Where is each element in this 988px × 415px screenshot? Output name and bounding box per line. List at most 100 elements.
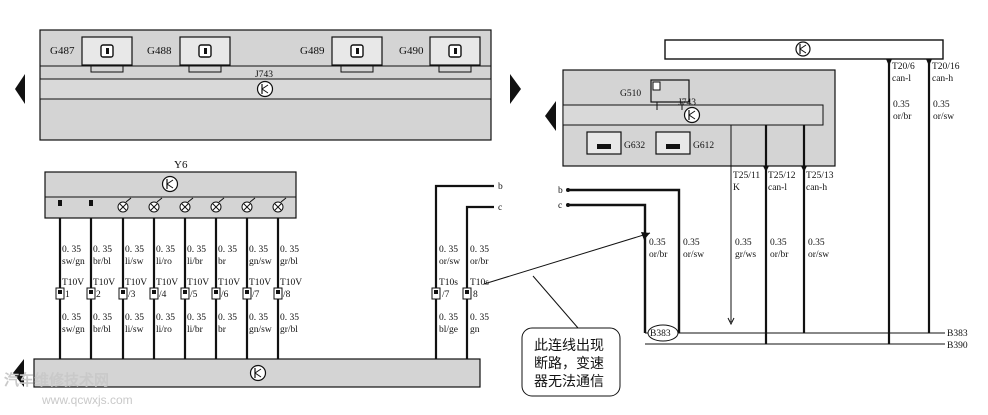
solenoid-valve-icons: [58, 197, 287, 213]
wire-gauge-top: 0. 35: [439, 245, 458, 255]
connector-pin: 8: [473, 290, 478, 300]
connector-pin: /5: [190, 290, 198, 300]
sensor-label-g612: G612: [693, 141, 714, 151]
solenoid-valve-icon: [210, 197, 225, 213]
pin-label: T20/16: [932, 62, 960, 72]
sensor-g510: [650, 79, 690, 110]
sensor-label-g490: G490: [399, 45, 424, 57]
solenoid-valve-icon: [241, 197, 256, 213]
connector-t10v: [180, 287, 190, 300]
sensor-g488: G488: [147, 36, 231, 73]
connector-t10v: [149, 287, 159, 300]
connector-pin: 2: [96, 290, 101, 300]
wire-gauge-top: 0. 35: [280, 245, 299, 255]
wire-color-top: br/bl: [93, 257, 111, 267]
node-c: [566, 203, 570, 207]
bus-label-b390: B390: [947, 341, 968, 351]
connector-pin: /4: [159, 290, 167, 300]
node-b: [566, 188, 570, 192]
wire-gauge-bottom: 0. 35: [218, 313, 237, 323]
wire-gauge-bottom: 0. 35: [470, 313, 489, 323]
wire-c: [569, 203, 647, 333]
link-wire: [434, 184, 494, 359]
sensor-g612: G612: [655, 131, 714, 155]
wire-color-bottom: sw/gn: [62, 325, 85, 335]
controller-j743-icon: [256, 80, 274, 98]
signal-label: can-l: [892, 74, 911, 84]
controller-label-j743-top: J743: [255, 70, 273, 80]
valve-terminal: [58, 200, 62, 206]
connector-pin: /7: [252, 290, 260, 300]
callout-line-3: 器无法通信: [534, 374, 604, 390]
wire-color: or/br: [770, 250, 789, 260]
wire-color: gr/ws: [735, 250, 756, 260]
wire-color: or/sw: [933, 112, 954, 122]
sensor-label-g489: G489: [300, 45, 325, 57]
wire-color-top: li/br: [187, 257, 204, 267]
connector-label: T10V: [280, 278, 302, 288]
connector-label: T10V: [218, 278, 240, 288]
wire-gauge: 0.35: [770, 238, 787, 248]
wire-gauge-top: 0. 35: [156, 245, 175, 255]
watermark-cn: 汽车维修技术网: [4, 371, 109, 389]
controller-label-j743-right: J743: [678, 98, 696, 108]
wire-gauge-bottom: 0. 35: [125, 313, 144, 323]
callout-line-1: 此连线出现: [534, 338, 604, 354]
watermark-url: www.qcwxjs.com: [41, 393, 133, 407]
left-arrow-icon[interactable]: [15, 74, 25, 104]
wire-gauge-top: 0. 35: [62, 245, 81, 255]
wire-color-bottom: br: [218, 325, 227, 335]
wire-gauge-bottom: 0. 35: [439, 313, 458, 323]
wire-gauge-top: 0. 35: [125, 245, 144, 255]
wire-color: or/sw: [683, 250, 704, 260]
connector-label: T10s: [439, 278, 458, 288]
sensor-g489: G489: [300, 36, 383, 73]
wire-end-icon: [727, 317, 735, 326]
pin-arrow-icon: [763, 166, 769, 172]
wire-gauge-bottom: 0. 35: [156, 313, 175, 323]
wire-gauge-bottom: 0. 35: [249, 313, 268, 323]
connector-pin: /3: [128, 290, 136, 300]
valve-terminal: [89, 200, 93, 206]
wire-color-top: gr/bl: [280, 257, 298, 267]
connector-t10v: [242, 287, 252, 300]
wire-color-bottom: gn/sw: [249, 325, 272, 335]
wire-gauge: 0.35: [893, 100, 910, 110]
right-arrow-icon[interactable]: [510, 74, 521, 104]
pin-arrow-icon: [801, 166, 807, 172]
wire-gauge-bottom: 0. 35: [280, 313, 299, 323]
connector-pin: /6: [221, 290, 229, 300]
solenoid-valve-icon: [148, 197, 163, 213]
link-label-c-left: c: [498, 203, 502, 213]
wire-gauge-bottom: 0. 35: [62, 313, 81, 323]
valve-block-label: Y6: [174, 159, 188, 171]
wire-gauge-top: 0. 35: [249, 245, 268, 255]
connector-label: T10V: [156, 278, 178, 288]
wire-color-bottom: li/sw: [125, 325, 144, 335]
wire-gauge-bottom: 0. 35: [93, 313, 112, 323]
connector-pin: 1: [65, 290, 70, 300]
left-arrow-icon-right-panel[interactable]: [545, 101, 556, 131]
solenoid-valve-icon: [117, 197, 132, 213]
signal-label: can-l: [768, 183, 787, 193]
wire-color-bottom: gn: [470, 325, 480, 335]
wire-color-bottom: br/bl: [93, 325, 111, 335]
connector-t10v: [118, 287, 128, 300]
b383-node-label: B383: [650, 329, 671, 339]
connector-t10v: [55, 287, 65, 300]
left-arrow-icon-bottom[interactable]: [13, 359, 24, 387]
wire-gauge-top: 0. 35: [470, 245, 489, 255]
b383-node: [647, 324, 679, 342]
connector-t10v: [273, 287, 283, 300]
wire-gauge-top: 0. 35: [218, 245, 237, 255]
pin-label: T25/12: [768, 171, 796, 181]
wire-color-top: sw/gn: [62, 257, 85, 267]
link-label-b-left: b: [498, 182, 503, 192]
right-module: G510 J743 G632 G612: [562, 69, 836, 167]
wire-gauge: 0.35: [683, 238, 700, 248]
pin-label: T25/11: [733, 171, 760, 181]
